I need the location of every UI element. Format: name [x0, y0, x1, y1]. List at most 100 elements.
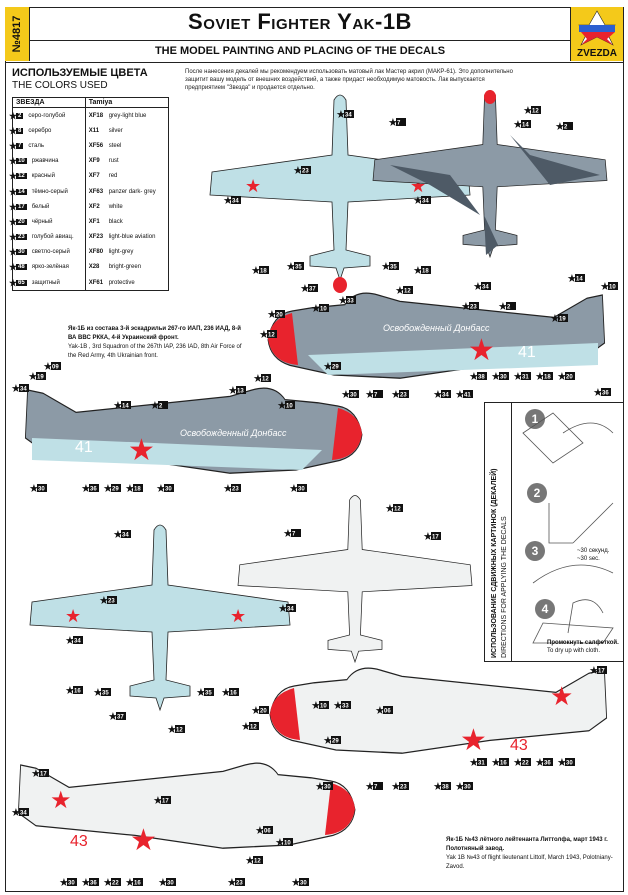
paint-number-badge: 20	[9, 217, 27, 228]
star-flag-icon	[578, 10, 616, 46]
callout-number: 23	[232, 487, 239, 493]
kit-number-box: №4817	[5, 7, 30, 61]
star-icon: ★	[311, 303, 321, 315]
callout-badge: ★7	[388, 117, 406, 129]
callout-number: 23	[108, 599, 115, 605]
callout-badge: ★36	[593, 387, 611, 399]
callout-number: 23	[400, 785, 407, 791]
star-icon: ★	[388, 117, 398, 129]
directions-title-ru: ИСПОЛЬЗОВАНИЕ СДВИЖНЫХ КАРТИНОК (ДЕКАЛЕЙ…	[491, 468, 498, 658]
zvezda-logo: ZVEZDA	[570, 7, 623, 61]
callout-badge: ★09	[43, 361, 61, 373]
callout-number: 18	[422, 269, 429, 275]
red-star-icon: ★	[130, 824, 157, 857]
callout-number: 18	[260, 269, 267, 275]
star-icon: ★	[593, 387, 603, 399]
callout-number: 10	[609, 285, 616, 291]
callout-box	[399, 782, 409, 790]
callout-number: 30	[566, 761, 573, 767]
callout-box	[89, 878, 99, 886]
callout-badge: ★30	[29, 483, 47, 495]
callout-badge: ★37	[108, 711, 126, 723]
star-icon: ★	[29, 483, 39, 495]
underside-view-1: ★ ★	[209, 94, 471, 293]
tail-number: 41	[518, 344, 536, 361]
callout-badge: ★06	[255, 825, 273, 837]
callout-badge: ★30	[341, 389, 359, 401]
callout-number: 7	[292, 532, 296, 538]
callout-box	[421, 266, 431, 274]
star-icon: ★	[289, 483, 299, 495]
star-icon: ★	[255, 825, 265, 837]
color-name-en: bright-green	[108, 264, 142, 271]
callout-number: 16	[230, 691, 237, 697]
color-name-ru: ржавчина	[31, 158, 59, 165]
zvezda-header: ЗВЕЗДА	[12, 97, 86, 108]
paint-number-badge: 2	[9, 111, 24, 122]
upper-white-view	[237, 495, 473, 663]
callout-box	[341, 701, 351, 709]
brand-name: ZVEZDA	[577, 48, 617, 59]
callout-box	[121, 530, 131, 538]
color-name-en: white	[108, 203, 123, 210]
star-icon: ★	[81, 483, 91, 495]
callout-box	[481, 282, 491, 290]
callout-badge: ★30	[491, 371, 509, 383]
callout-number: 30	[68, 881, 75, 887]
caption-camo-en: Yak-1B , 3rd Squadron of the 267th IAP, …	[68, 344, 242, 359]
tail-number-white: 43	[510, 737, 528, 754]
callout-badge: ★12	[523, 105, 541, 117]
callout-badge: ★23	[99, 595, 117, 607]
callout-box	[37, 484, 47, 492]
callout-badge: ★10	[600, 281, 618, 293]
callout-box	[521, 372, 531, 380]
star-icon: ★	[150, 400, 160, 412]
page-title: Soviet Fighter Yak-1B	[188, 9, 412, 34]
slogan: Освобожденный Донбасс	[383, 323, 490, 333]
hand-illustrations	[522, 412, 614, 644]
star-icon: ★	[253, 373, 263, 385]
color-name-en: grey-light blue	[108, 112, 147, 119]
callout-number: 14	[122, 404, 129, 410]
star-icon: ★	[196, 687, 206, 699]
callout-box	[111, 484, 121, 492]
red-star-icon: ★	[468, 334, 495, 367]
star-icon: ★	[156, 483, 166, 495]
callout-box	[285, 401, 295, 409]
callout-box	[349, 390, 359, 398]
callout-number: 41	[464, 393, 471, 399]
callout-box	[101, 688, 111, 696]
callout-box	[261, 374, 271, 382]
callout-badge: ★35	[196, 687, 214, 699]
star-icon: ★	[315, 781, 325, 793]
callout-badge: ★34	[473, 281, 491, 293]
star-icon: ★	[338, 295, 348, 307]
callout-box	[308, 284, 318, 292]
step-1: 1	[525, 409, 545, 429]
callout-box	[158, 401, 168, 409]
callout-number: 10	[320, 307, 327, 313]
callout-number: 34	[20, 387, 27, 393]
callout-number: 20	[566, 375, 573, 381]
callout-box	[36, 372, 46, 380]
paint-number-badge: 14	[9, 187, 27, 198]
callout-badge: ★41	[455, 389, 473, 401]
caption-camo-ru: Як-1Б из состава 3-й эскадрильи 267-го И…	[68, 326, 241, 341]
callout-box	[373, 390, 383, 398]
color-name-ru: тёмно-серый	[31, 188, 68, 195]
star-icon: ★	[333, 700, 343, 712]
callout-number: 23	[470, 305, 477, 311]
star-icon: ★	[227, 877, 237, 889]
star-icon: ★	[336, 109, 346, 121]
star-icon: ★	[550, 313, 560, 325]
callout-badge: ★23	[461, 301, 479, 313]
callout-badge: ★19	[550, 313, 568, 325]
callout-number: 12	[250, 725, 257, 731]
callout-badge: ★12	[385, 503, 403, 515]
callout-badge: ★30	[59, 877, 77, 889]
star-icon: ★	[275, 837, 285, 849]
decal-directions-panel: ИСПОЛЬЗОВАНИЕ СДВИЖНЫХ КАРТИНОК (ДЕКАЛЕЙ…	[484, 402, 624, 662]
